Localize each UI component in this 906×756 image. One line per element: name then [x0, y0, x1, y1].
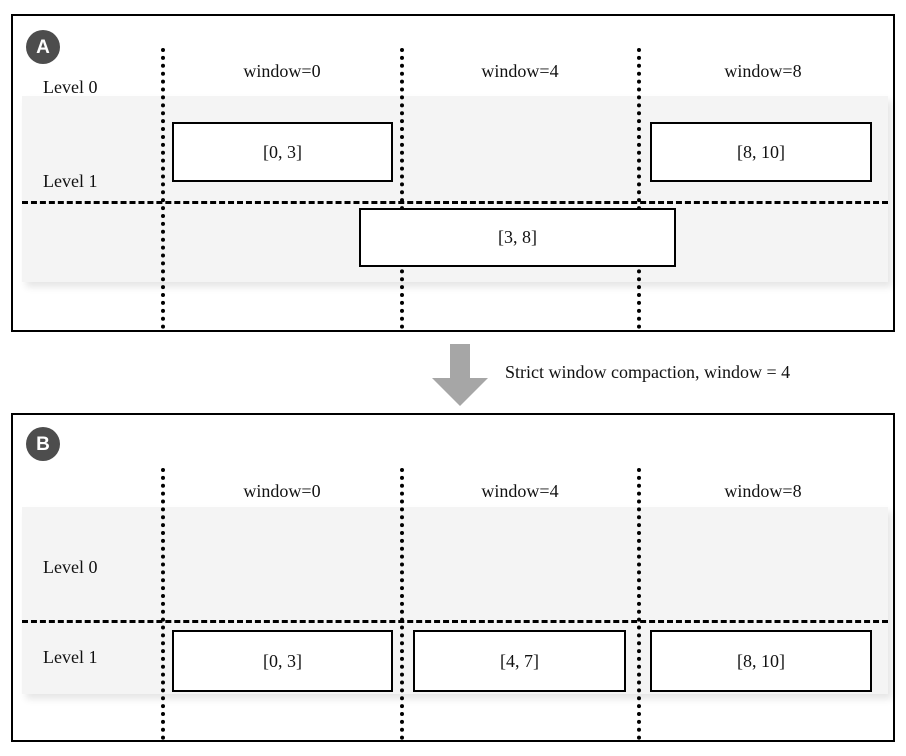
panel-b-window-divider-1	[400, 468, 404, 740]
panel-a-level-1-label: Level 1	[43, 171, 98, 191]
panel-a: A Level 0 Level 1 window=0 window=4 wind…	[11, 14, 895, 332]
panel-b-interval-box-level1-window4: [4, 7]	[413, 630, 626, 692]
panel-b-level-0-label: Level 0	[43, 557, 98, 577]
panel-b-window-label-2: window=8	[724, 481, 802, 501]
panel-a-level-divider	[22, 201, 888, 204]
panel-a-interval-box-level0-window0: [0, 3]	[172, 122, 393, 182]
panel-b-window-label-1: window=4	[481, 481, 559, 501]
panel-a-window-divider-0	[161, 48, 165, 329]
panel-a-window-divider-1	[400, 48, 404, 329]
panel-a-window-label-0: window=0	[243, 61, 321, 81]
panel-b-badge: B	[26, 427, 60, 461]
transition-caption: Strict window compaction, window = 4	[505, 362, 791, 382]
panel-b-level-divider	[22, 620, 888, 623]
panel-a-window-divider-2	[637, 48, 641, 329]
panel-b-window-label-0: window=0	[243, 481, 321, 501]
panel-b-interval-box-level1-window8: [8, 10]	[650, 630, 872, 692]
down-arrow-icon	[432, 344, 488, 406]
panel-b-window-divider-0	[161, 468, 165, 740]
panel-a-interval-box-level0-window8: [8, 10]	[650, 122, 872, 182]
panel-a-badge: A	[26, 30, 60, 64]
panel-a-interval-box-level1-window4: [3, 8]	[359, 208, 676, 267]
panel-a-window-label-2: window=8	[724, 61, 802, 81]
transition-group: Strict window compaction, window = 4	[0, 332, 906, 413]
panel-b-window-divider-2	[637, 468, 641, 740]
panel-a-level-0-label: Level 0	[43, 77, 98, 97]
panel-b-level-1-label: Level 1	[43, 647, 98, 667]
panel-b-interval-box-level1-window0: [0, 3]	[172, 630, 393, 692]
panel-a-window-label-1: window=4	[481, 61, 559, 81]
panel-b: B Level 0 Level 1 window=0 window=4 wind…	[11, 413, 895, 742]
